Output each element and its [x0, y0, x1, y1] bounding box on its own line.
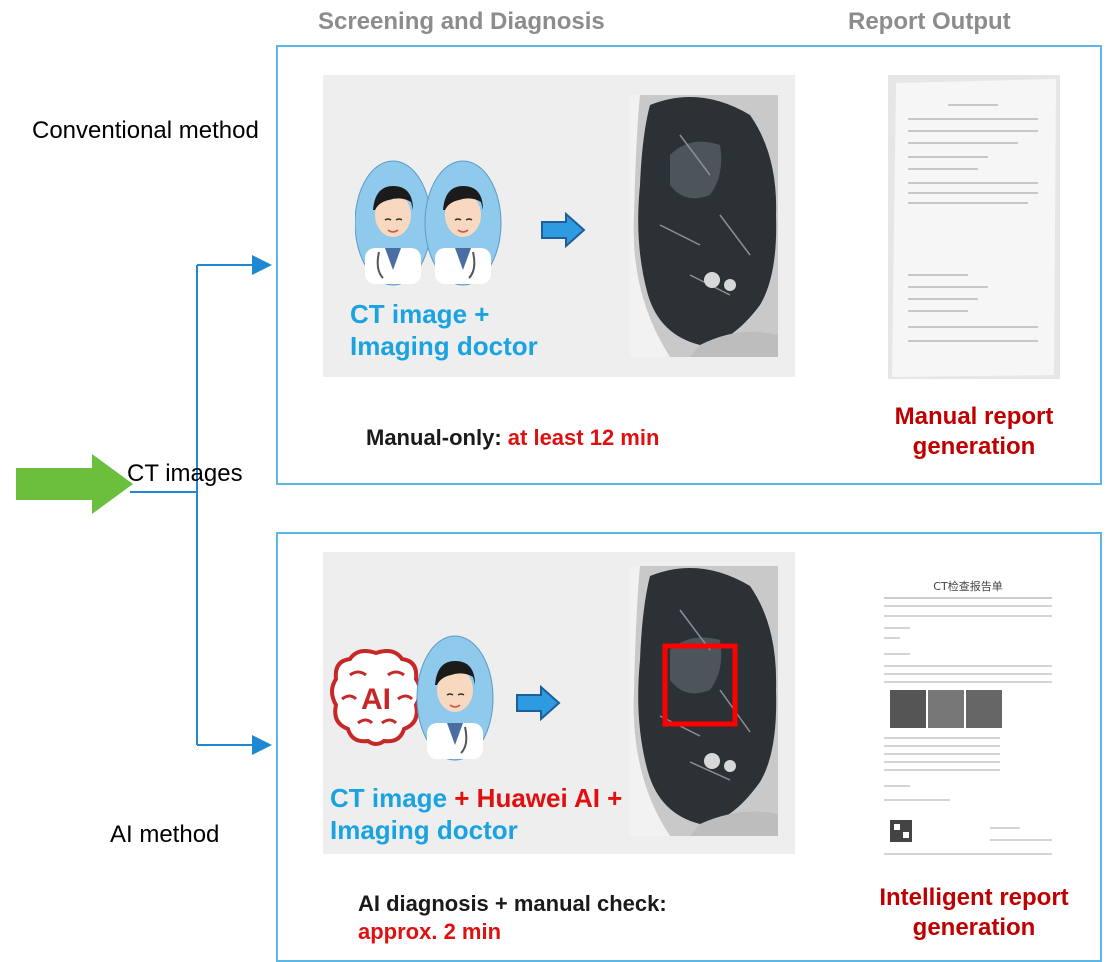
intelligent-report-line1: Intelligent report — [879, 884, 1069, 911]
manual-report-image — [888, 75, 1060, 379]
ai-inputs-line2: Imaging doctor — [330, 815, 518, 845]
intelligent-report-image: CT检查报告单 — [870, 572, 1066, 860]
ai-time-block: AI diagnosis + manual check: approx. 2 m… — [358, 890, 667, 946]
ct-images-label: CT images — [127, 460, 243, 487]
right-arrow-icon — [541, 212, 586, 248]
doctor-avatar-icon — [424, 160, 502, 286]
intelligent-report-caption: Intelligent report generation — [858, 883, 1090, 943]
ct-scan-image — [630, 95, 778, 357]
conventional-inputs-line2: Imaging doctor — [350, 331, 538, 361]
conventional-inputs-line1: CT image + — [350, 299, 490, 329]
conventional-inputs: CT image + Imaging doctor — [350, 298, 538, 362]
doctor-pair — [355, 160, 502, 286]
doctor-avatar-icon — [355, 160, 432, 286]
green-arrow-icon — [16, 454, 133, 514]
manual-report-caption: Manual report generation — [868, 402, 1080, 462]
conventional-time: Manual-only: at least 12 min — [366, 424, 659, 452]
ai-inputs-huawei: + Huawei AI + — [447, 783, 623, 813]
report-header: Report Output — [848, 8, 1011, 35]
ai-time-value: approx. 2 min — [358, 919, 502, 944]
conventional-label: Conventional method — [32, 117, 259, 144]
ct-scan-image — [630, 566, 778, 836]
ai-inputs-ct: CT image — [330, 783, 448, 813]
manual-report-line2: generation — [912, 433, 1036, 460]
screening-header: Screening and Diagnosis — [318, 8, 605, 35]
report-title: CT检查报告单 — [933, 579, 1002, 593]
ai-inputs: CT image + Huawei AI + Imaging doctor — [330, 782, 622, 846]
ai-time-label: AI diagnosis + manual check: — [358, 891, 667, 916]
doctor-avatar-icon — [416, 635, 494, 761]
conventional-time-value: at least 12 min — [507, 425, 660, 450]
intelligent-report-line2: generation — [912, 914, 1036, 941]
conventional-time-label: Manual-only: — [366, 425, 508, 450]
ai-brain-icon: AI — [330, 649, 422, 746]
manual-report-line1: Manual report — [894, 403, 1054, 430]
conventional-panel — [276, 45, 1102, 485]
ai-brain-text: AI — [361, 683, 391, 716]
lesion-highlight-box — [662, 643, 738, 727]
right-arrow-icon — [516, 685, 561, 721]
ai-method-label: AI method — [110, 821, 220, 848]
